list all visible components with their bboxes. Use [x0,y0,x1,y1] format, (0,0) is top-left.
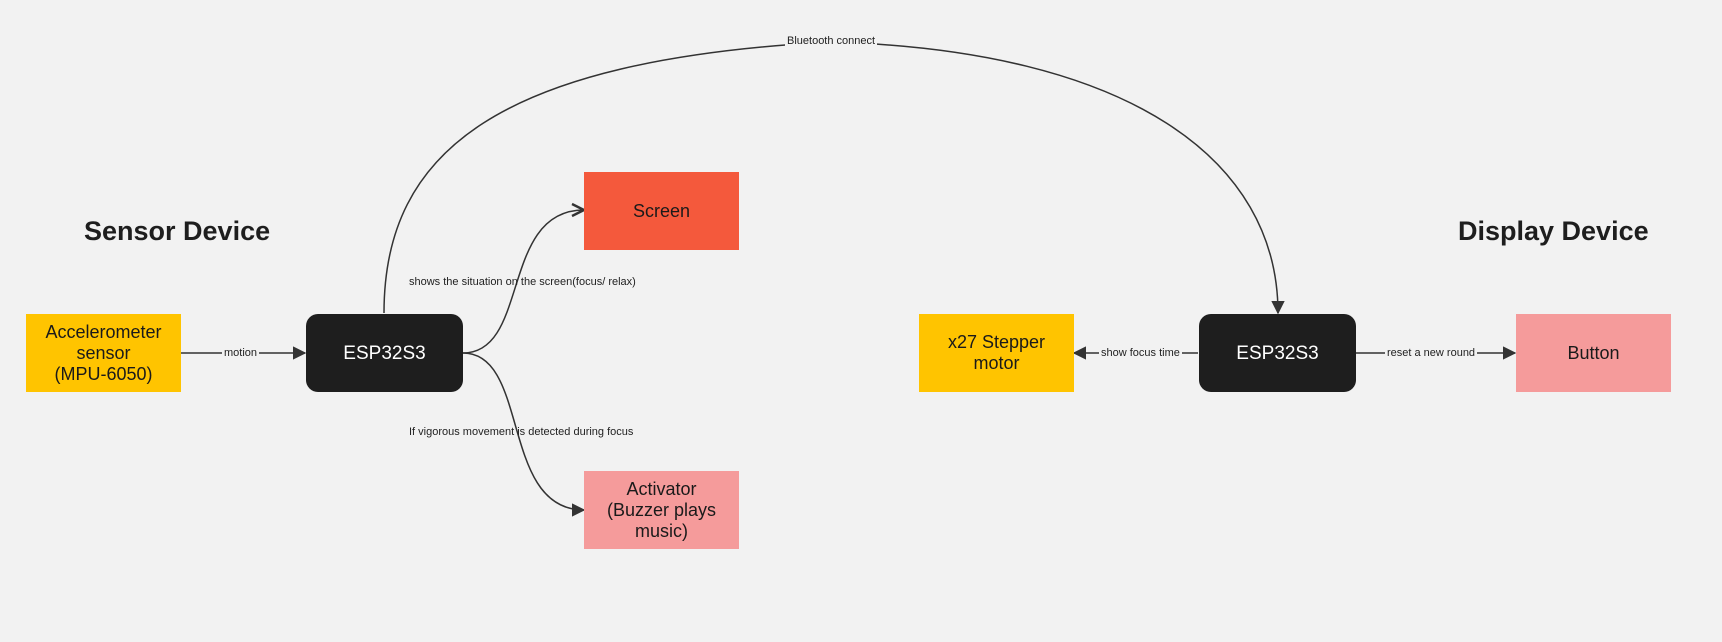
esp32-display-node: ESP32S3 [1199,314,1356,392]
edge-activator-line [462,352,586,517]
esp32-sensor-node: ESP32S3 [306,314,463,392]
edge-label-bluetooth: Bluetooth connect [785,35,878,48]
edge-label-motion: motion [222,347,260,360]
display-device-title: Display Device [1458,216,1649,246]
edge-label-vigorous: If vigorous movement is detected during … [409,426,634,438]
activator-node: Activator (Buzzer plays music) [584,471,739,549]
edge-label-show-focus-time: show focus time [1099,347,1182,360]
accelerometer-node: Accelerometer sensor (MPU-6050) [26,314,181,392]
screen-node: Screen [584,172,739,250]
edge-screen-line [462,210,584,354]
sensor-device-title: Sensor Device [84,216,271,246]
edge-bluetooth-line [383,41,1285,315]
stepper-motor-node: x27 Stepper motor [919,314,1074,392]
edge-label-reset-round: reset a new round [1385,347,1478,360]
button-node: Button [1516,314,1671,392]
edge-label-shows-screen: shows the situation on the screen(focus/… [409,276,636,288]
